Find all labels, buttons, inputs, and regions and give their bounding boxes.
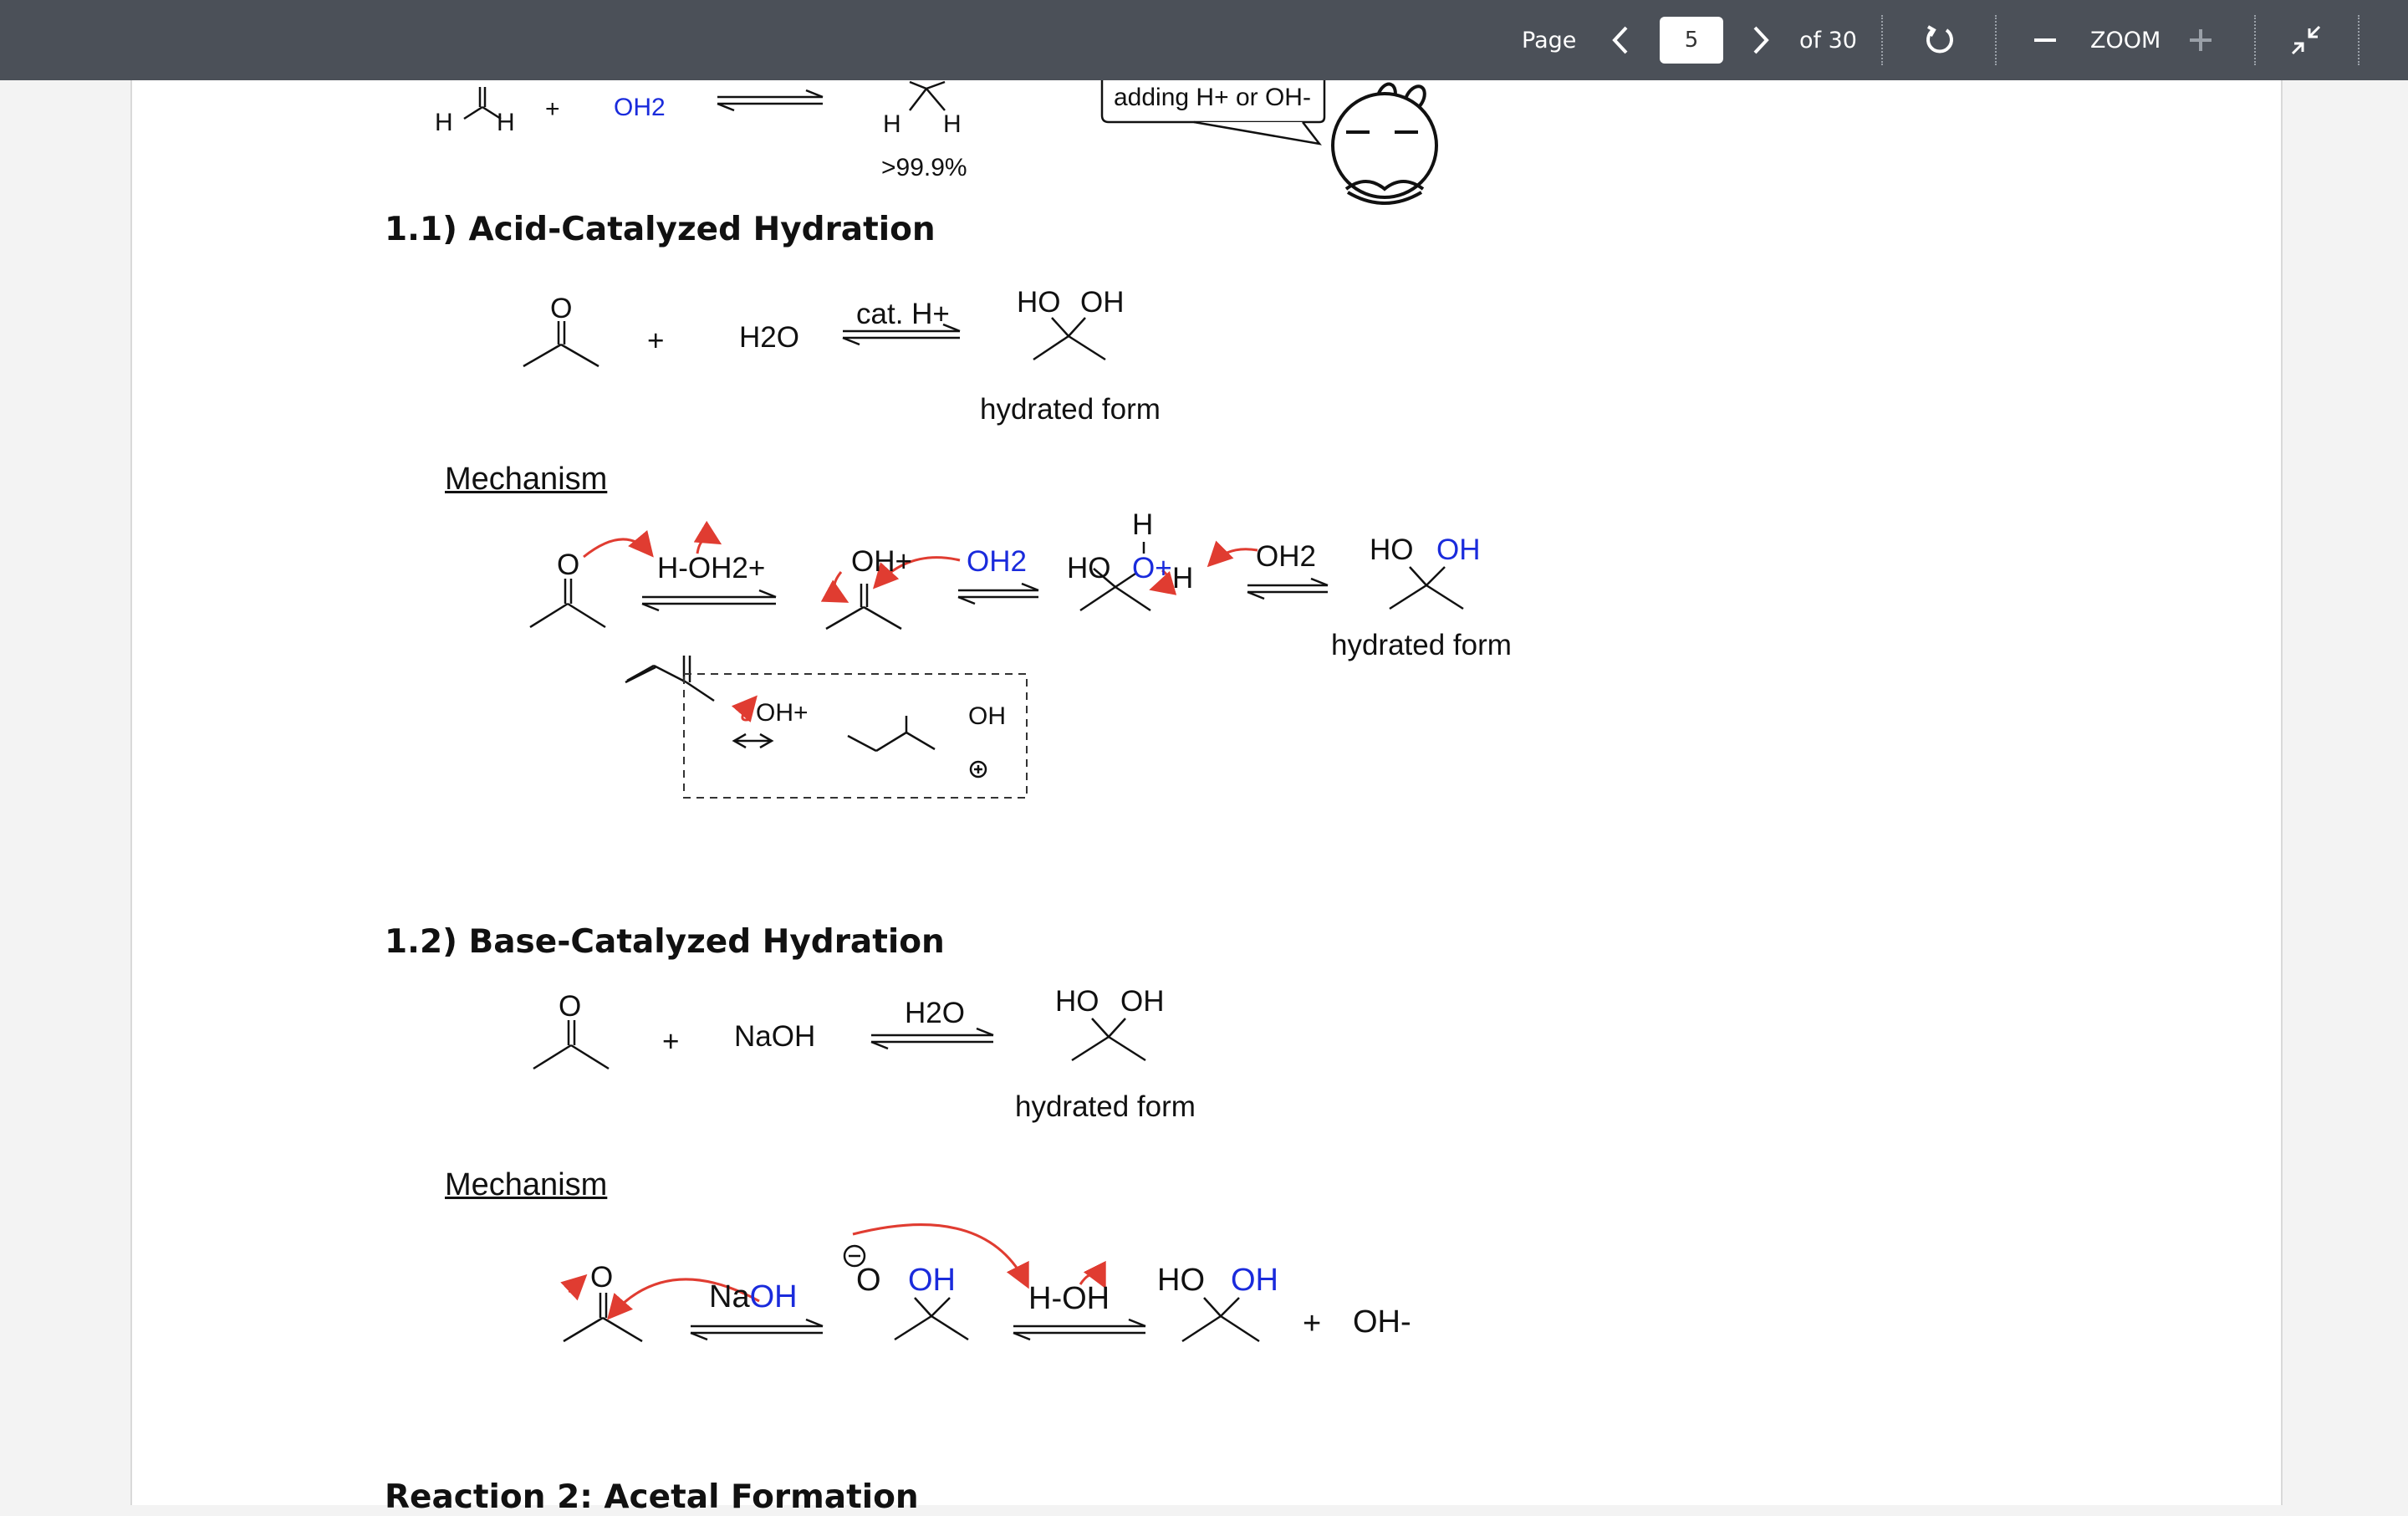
acid-product-label: hydrated form — [980, 393, 1161, 426]
base-mech-ketone-o: O — [590, 1261, 614, 1294]
collapse-icon[interactable] — [2286, 20, 2326, 60]
acid-mech-prod-label: hydrated form — [1331, 629, 1512, 661]
top-diol-h-right: H — [943, 110, 962, 138]
zoom-label: ZOOM — [2090, 27, 2161, 54]
acid-reagent: H2O — [739, 321, 799, 354]
acid-plus: + — [647, 324, 665, 357]
top-percent: >99.9% — [881, 154, 967, 181]
rotate-icon[interactable] — [1920, 20, 1960, 60]
acid-mech-ketone-o: O — [557, 549, 580, 581]
acid-mech-prod-oh: OH — [1436, 533, 1481, 566]
section-heading-base: 1.2) Base-Catalyzed Hydration — [385, 923, 945, 961]
base-mech-prod-oh: OH — [1231, 1263, 1278, 1298]
resonance-left-oh: OH+ — [756, 699, 809, 727]
section-heading-acid: 1.1) Acid-Catalyzed Hydration — [385, 211, 936, 248]
base-product-ho: HO — [1055, 985, 1099, 1018]
base-reagent: NaOH — [734, 1020, 816, 1053]
speech-bubble-text: adding H+ or OH- — [1114, 84, 1311, 111]
acid-mechanism-label: Mechanism — [445, 462, 608, 497]
toolbar-divider — [1881, 15, 1883, 65]
acid-mech-hydronium: H-OH2+ — [657, 552, 766, 584]
toolbar-divider — [2254, 15, 2256, 65]
base-product-label: hydrated form — [1015, 1090, 1196, 1123]
acid-mech-int-o: O+ — [1132, 552, 1172, 584]
top-water: OH2 — [614, 94, 666, 121]
acid-mech-water2: OH2 — [1256, 540, 1316, 573]
zoom-out-icon[interactable] — [2028, 20, 2062, 60]
acid-ketone-o: O — [550, 293, 573, 324]
base-mech-naoh-oh: OH — [749, 1279, 798, 1314]
base-mech-prod-ho: HO — [1157, 1263, 1205, 1298]
acid-mech-int-ho: HO — [1067, 552, 1111, 584]
acid-product-oh: OH — [1080, 286, 1125, 319]
base-product-oh: OH — [1120, 985, 1165, 1018]
top-h-right: H — [497, 109, 515, 136]
page-total: of 30 — [1799, 27, 1857, 54]
document-page: H H + OH2 H H >99.9% adding H+ or OH- 1.… — [130, 80, 2283, 1516]
base-mech-water: H-OH — [1028, 1281, 1110, 1316]
base-mechanism-label: Mechanism — [445, 1167, 608, 1202]
top-plus: + — [545, 95, 560, 123]
acid-mech-oxonium: OH+ — [851, 545, 912, 578]
toolbar-divider — [2358, 15, 2360, 65]
base-plus: + — [662, 1025, 680, 1058]
base-ketone-o: O — [559, 990, 582, 1023]
pdf-toolbar: Page of 30 ZOOM — [0, 0, 2408, 80]
top-diol-h-left: H — [883, 110, 901, 138]
acid-mech-water: OH2 — [967, 545, 1027, 578]
zoom-in-icon[interactable] — [2184, 20, 2217, 60]
base-solvent: H2O — [905, 997, 965, 1029]
acid-catalyst: cat. H+ — [856, 298, 950, 330]
base-mech-naoh: NaOH — [709, 1279, 798, 1315]
top-h-left: H — [435, 109, 453, 136]
chevron-left-icon[interactable] — [1604, 20, 1637, 60]
resonance-right-oh: OH — [968, 702, 1006, 730]
toolbar-divider — [1995, 15, 1997, 65]
base-mech-hydroxide: OH- — [1353, 1304, 1411, 1340]
acid-mech-prod-ho: HO — [1370, 533, 1414, 566]
acid-mech-int-h-top: H — [1132, 508, 1154, 541]
base-mech-naoh-na: Na — [709, 1279, 750, 1314]
base-mech-plus: + — [1303, 1306, 1322, 1341]
next-section-heading: Reaction 2: Acetal Formation — [385, 1478, 919, 1516]
acid-mech-int-h-right: H — [1172, 562, 1194, 595]
page-number-input[interactable] — [1660, 17, 1723, 64]
base-mech-alkoxide-o: O — [856, 1263, 881, 1298]
chemistry-drawings — [463, 80, 1464, 1343]
base-mech-alkoxide-oh: OH — [908, 1263, 956, 1298]
page-label: Page — [1522, 27, 1577, 54]
acid-product-ho: HO — [1017, 286, 1061, 319]
chevron-right-icon[interactable] — [1744, 20, 1778, 60]
